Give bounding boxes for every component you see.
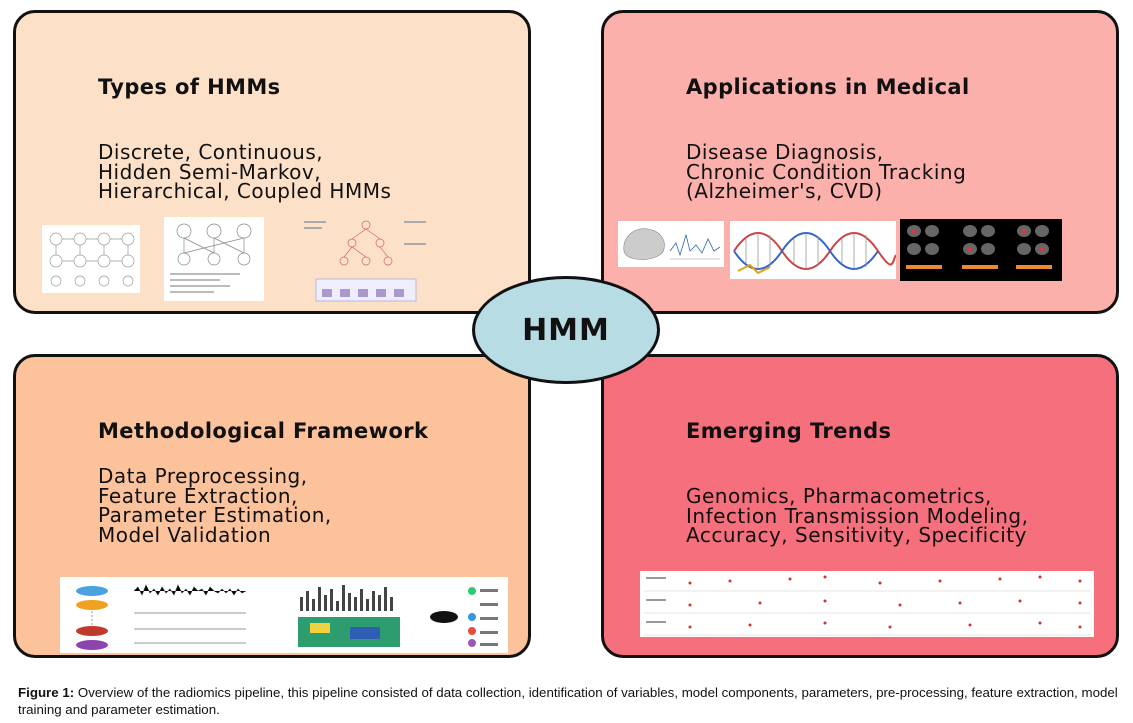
panel-applications-in-medical: Applications in Medical Disease Diagnosi…: [601, 10, 1119, 314]
panel-emerging-trends: Emerging Trends Genomics, Pharmacometric…: [601, 354, 1119, 658]
panel-line: Disease Diagnosis,: [686, 140, 884, 164]
panel-line: Model Validation: [98, 522, 272, 547]
dna-helix-thumbnail: [730, 221, 896, 279]
hmm-hub: HMM: [472, 276, 660, 384]
panel-title: Methodological Framework: [98, 419, 429, 443]
panel-line: Hierarchical, Coupled HMMs: [98, 179, 392, 203]
panel-line: Parameter Estimation,: [98, 503, 332, 527]
panel-body: Data Preprocessing, Feature Extraction, …: [98, 464, 332, 547]
panel-types-of-hmms: Types of HMMs Discrete, Continuous, Hidd…: [13, 10, 531, 314]
panel-title: Emerging Trends: [686, 419, 892, 443]
panel-title: Applications in Medical: [686, 75, 970, 99]
trend-plot-grid-thumbnail: [640, 571, 1094, 637]
hub-label: HMM: [522, 312, 610, 348]
caption-text: Overview of the radiomics pipeline, this…: [18, 685, 1118, 717]
hmm-graph-thumbnail: [42, 225, 140, 293]
caption-label: Figure 1:: [18, 685, 75, 700]
panel-line: Accuracy, Sensitivity, Specificity: [686, 523, 1027, 547]
panel-line: (Alzheimer's, CVD): [686, 179, 883, 203]
panel-line: Genomics, Pharmacometrics,: [686, 484, 992, 508]
figure-caption: Figure 1: Overview of the radiomics pipe…: [18, 684, 1118, 718]
probabilistic-model-thumbnail: [164, 217, 264, 301]
methodology-pipeline-thumbnail: [60, 577, 508, 653]
panel-line: Feature Extraction,: [98, 483, 298, 508]
panel-body: Disease Diagnosis, Chronic Condition Tra…: [686, 140, 967, 203]
panel-line: Discrete, Continuous,: [98, 140, 324, 164]
brain-signal-thumbnail: [618, 221, 724, 267]
panel-body: Genomics, Pharmacometrics, Infection Tra…: [686, 484, 1029, 547]
panel-line: Data Preprocessing,: [98, 464, 308, 488]
panel-line: Hidden Semi-Markov,: [98, 159, 322, 184]
panel-title: Types of HMMs: [98, 75, 281, 99]
hierarchical-hmm-thumbnail: [300, 213, 432, 305]
panel-line: Infection Transmission Modeling,: [686, 503, 1029, 528]
panel-body: Discrete, Continuous, Hidden Semi-Markov…: [98, 140, 392, 203]
panel-methodological-framework: Methodological Framework Data Preprocess…: [13, 354, 531, 658]
brain-scan-grid-thumbnail: [900, 219, 1062, 281]
panel-line: Chronic Condition Tracking: [686, 159, 967, 184]
